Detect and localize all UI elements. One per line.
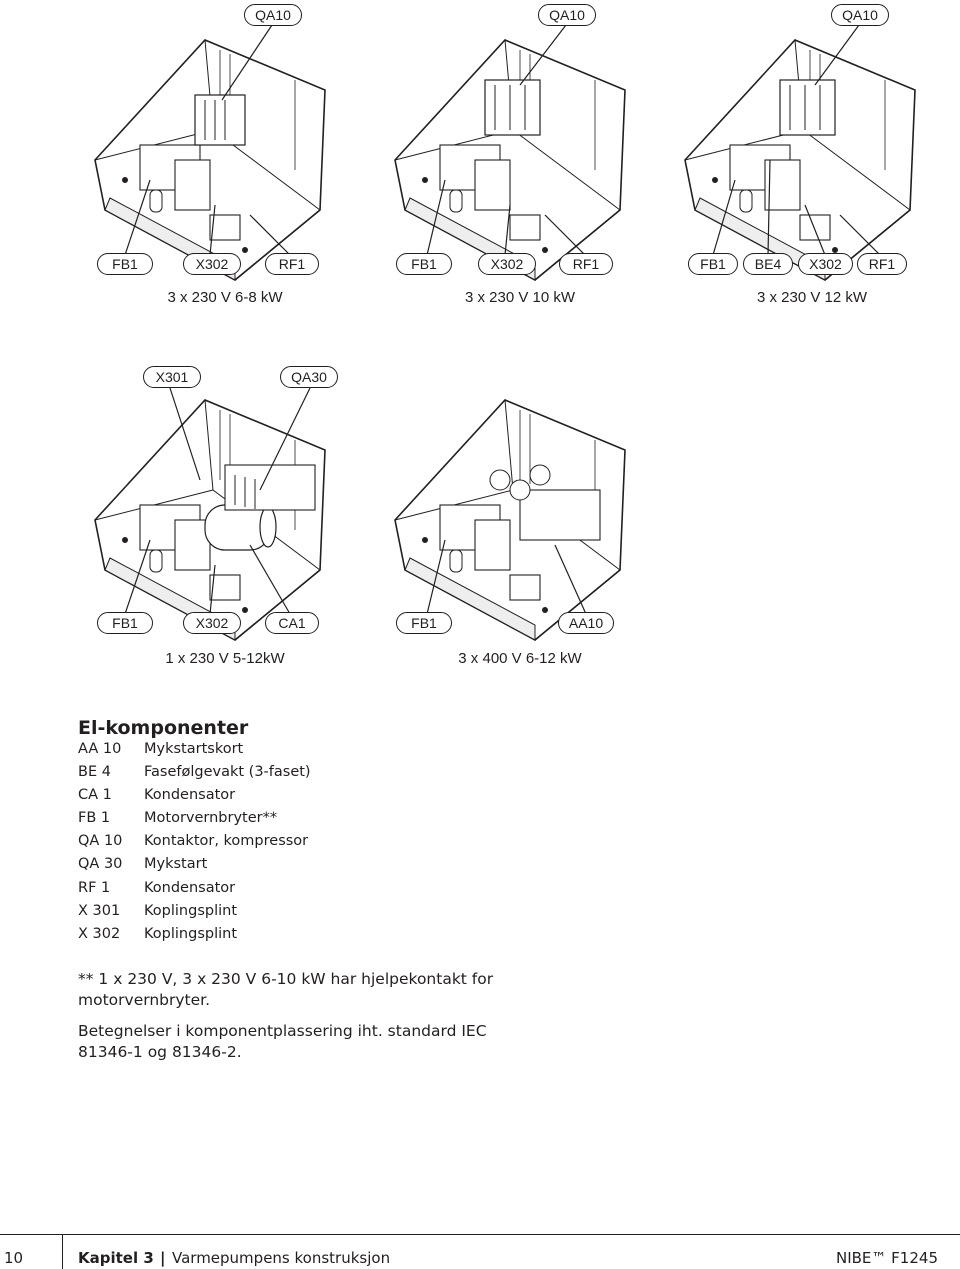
legend-desc: Kondensator [144, 787, 236, 803]
label-qa30: QA30 [280, 366, 338, 388]
label-rf1-fig2: RF1 [559, 253, 613, 275]
label-qa10-fig2: QA10 [538, 4, 596, 26]
footer-section: Varmepumpens konstruksjon [172, 1249, 391, 1267]
contactor-qa10-fig1 [194, 94, 246, 146]
legend-title: El-komponenter [78, 717, 249, 739]
label-x302-fig2: X302 [478, 253, 536, 275]
legend-code: X 302 [78, 926, 121, 942]
legend-item: QA 30 Mykstart [78, 856, 207, 872]
contactor-qa10-fig2 [484, 79, 541, 136]
legend-desc: Kontaktor, kompressor [144, 833, 309, 849]
legend-code: RF 1 [78, 880, 111, 896]
footnote-iec-standard: Betegnelser i komponentplassering iht. s… [78, 1022, 487, 1061]
footnote-motor-protection: ** 1 x 230 V, 3 x 230 V 6-10 kW har hjel… [78, 970, 494, 1009]
label-fb1-fig2: FB1 [396, 253, 452, 275]
footer-separator: | [160, 1249, 166, 1267]
legend-code: AA 10 [78, 741, 122, 757]
footer-chapter: Kapitel 3 [78, 1249, 154, 1267]
label-aa10-fig5: AA10 [558, 612, 614, 634]
legend-item: X 301 Koplingsplint [78, 903, 237, 919]
label-x302-fig3: X302 [798, 253, 853, 275]
legend-desc: Mykstart [144, 856, 208, 872]
label-fb1-fig5: FB1 [396, 612, 452, 634]
label-be4-fig3: BE4 [743, 253, 793, 275]
legend-desc: Fasefølgevakt (3-faset) [144, 764, 311, 780]
label-x301: X301 [143, 366, 201, 388]
legend-desc: Mykstartskort [144, 741, 244, 757]
label-fb1-fig3: FB1 [688, 253, 738, 275]
label-qa10-fig3: QA10 [831, 4, 889, 26]
legend-desc: Koplingsplint [144, 926, 238, 942]
caption-fig3: 3 x 230 V 12 kW [756, 289, 868, 306]
label-ca1-fig4: CA1 [265, 612, 319, 634]
softstart-qa30 [224, 464, 316, 511]
caption-fig4: 1 x 230 V 5-12kW [165, 650, 285, 667]
legend-item: FB 1 Motorvernbryter** [78, 810, 277, 826]
caption-fig5: 3 x 400 V 6-12 kW [458, 650, 582, 667]
label-qa10-fig1: QA10 [244, 4, 302, 26]
label-rf1-fig3: RF1 [857, 253, 907, 275]
footer-rule [0, 1234, 960, 1235]
legend-code: FB 1 [78, 810, 111, 826]
legend-desc: Koplingsplint [144, 903, 238, 919]
legend-desc: Motorvernbryter** [144, 810, 278, 826]
footer-page-divider [62, 1234, 63, 1269]
legend-item: CA 1 Kondensator [78, 787, 235, 803]
legend-item: RF 1 Kondensator [78, 880, 235, 896]
legend-item: BE 4 Fasefølgevakt (3-faset) [78, 764, 311, 780]
legend-code: BE 4 [78, 764, 111, 780]
legend-item: AA 10 Mykstartskort [78, 741, 243, 757]
softstart-board-aa10 [489, 464, 601, 541]
caption-fig1: 3 x 230 V 6-8 kW [167, 289, 283, 306]
contactor-qa10-fig3 [779, 79, 836, 136]
capacitor-ca1 [204, 504, 277, 551]
label-rf1-fig1: RF1 [265, 253, 319, 275]
label-fb1-fig1: FB1 [97, 253, 153, 275]
legend-item: QA 10 Kontaktor, kompressor [78, 833, 308, 849]
legend-code: QA 10 [78, 833, 123, 849]
legend-desc: Kondensator [144, 880, 236, 896]
legend-code: QA 30 [78, 856, 123, 872]
footer-brand: NIBE™ F1245 [836, 1249, 938, 1267]
caption-fig2: 3 x 230 V 10 kW [464, 289, 576, 306]
page-number: 10 [4, 1249, 24, 1267]
legend-code: X 301 [78, 903, 121, 919]
component-illustrations [94, 24, 916, 641]
legend-code: CA 1 [78, 787, 112, 803]
label-x302-fig1: X302 [183, 253, 241, 275]
legend-item: X 302 Koplingsplint [78, 926, 237, 942]
label-x302-fig4: X302 [183, 612, 241, 634]
label-fb1-fig4: FB1 [97, 612, 153, 634]
